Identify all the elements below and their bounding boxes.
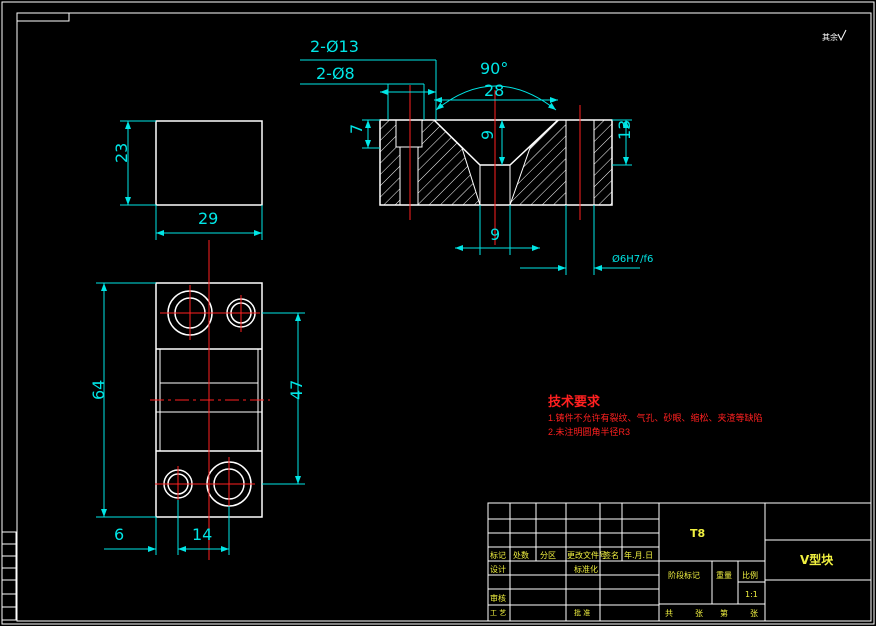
tb-weight: 重量 <box>716 570 732 580</box>
tb-scale: 1:1 <box>745 590 758 599</box>
tb-docno: 更改文件号 <box>567 550 607 560</box>
tb-check: 审核 <box>490 593 506 603</box>
tb-page: 第 <box>720 608 728 618</box>
dim-29: 29 <box>198 209 218 228</box>
dim-14: 14 <box>192 525 212 544</box>
tb-standard: 标准化 <box>574 564 598 574</box>
tb-count: 处数 <box>513 550 529 560</box>
dim-2-d8: 2-Ø8 <box>316 64 355 83</box>
plan-centerlines <box>150 240 270 560</box>
tech-line-1: 1.铸件不允许有裂纹、气孔、砂眼、缩松、夹渣等缺陷 <box>548 412 763 423</box>
tb-scale-label: 比例 <box>742 570 758 580</box>
tb-zone: 分区 <box>540 551 556 560</box>
tech-title: 技术要求 <box>548 394 601 409</box>
dim-23: 23 <box>112 143 131 163</box>
tb-craft: 工 艺 <box>490 609 506 617</box>
section-dimensions <box>300 59 640 275</box>
dim-9-vertical: 9 <box>478 130 497 140</box>
dim-6: 6 <box>114 525 124 544</box>
dim-2-d13: 2-Ø13 <box>310 37 359 56</box>
tech-line-2: 2.未注明圆角半径R3 <box>548 426 630 437</box>
plan-dimensions <box>96 282 305 555</box>
dim-13: 13 <box>615 120 634 140</box>
tb-date: 年.月.日 <box>624 550 653 560</box>
tb-sheet2: 张 <box>750 609 758 618</box>
dim-28: 28 <box>484 81 504 100</box>
dim-64: 64 <box>89 380 108 400</box>
dim-fit-d6: Ø6H7/f6 <box>612 253 653 265</box>
tb-stage: 阶段标记 <box>668 570 700 580</box>
section-view <box>379 85 613 245</box>
tb-total: 共 <box>665 609 673 618</box>
dim-7: 7 <box>347 124 366 134</box>
roughness-note: 其余 <box>822 32 838 42</box>
tb-sign: 签名 <box>603 550 619 560</box>
tb-sheets: 张 <box>695 609 703 618</box>
dim-90-angle: 90° <box>480 59 508 78</box>
material: T8 <box>690 527 705 540</box>
roughness-symbol <box>837 29 847 42</box>
dim-9-horizontal: 9 <box>490 225 500 244</box>
dim-47: 47 <box>287 380 306 400</box>
tb-design: 设计 <box>490 564 506 574</box>
side-view-dimensions <box>120 120 263 240</box>
side-margin-table <box>1 531 17 621</box>
side-view <box>155 120 263 206</box>
tb-mark: 标记 <box>490 550 506 560</box>
part-name: V型块 <box>800 552 834 567</box>
title-block <box>487 502 872 622</box>
tb-approve: 批 准 <box>574 608 590 617</box>
